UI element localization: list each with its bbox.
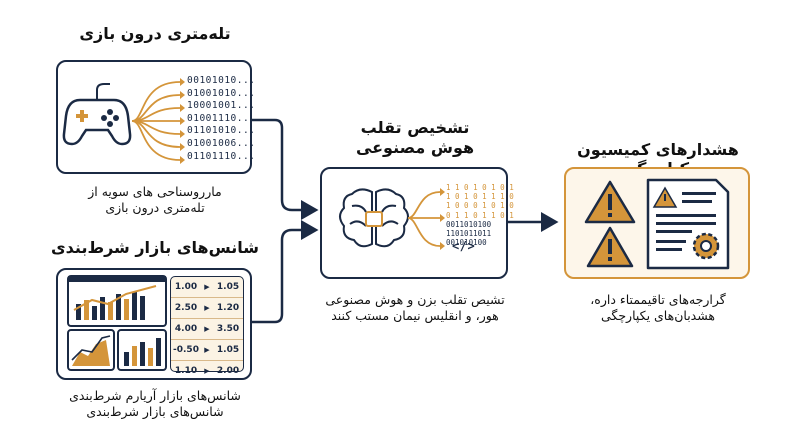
bit-line: 01001110... — [187, 112, 256, 124]
odds-row: -0.50▶1.05 — [171, 340, 243, 361]
telemetry-to-ai-arrow — [252, 118, 319, 220]
bit-line: 01101010... — [187, 125, 256, 137]
markets-caption: شانس‌های بازار آریارم شرط‌بندی شانس‌های … — [69, 388, 241, 419]
bit-line: 10001001... — [187, 100, 256, 112]
odds-row: 2.50▶1.20 — [171, 298, 243, 319]
arrow-icon: ▶ — [204, 283, 210, 291]
report-document-icon — [646, 178, 730, 270]
bit-line: 001010100 — [446, 238, 487, 248]
bit-line: 1 1 0 1 0 1 0 1 — [446, 183, 514, 192]
arrow-icon: ▶ — [204, 346, 210, 354]
market-to-ai-arrow — [252, 220, 319, 324]
ai-title: تشخیص تقلب هوش مصنوعی — [355, 118, 475, 157]
bit-line: 1 0 0 0 1 0 1 0 — [446, 201, 514, 211]
code-icon: </> — [452, 239, 476, 253]
ai-caption: تشیص تقلب بزن و هوش مصنوعی هور، و انقلیس… — [325, 292, 505, 323]
odds-table: 1.00▶1.05 2.50▶1.20 4.00▶3.50 -0.50▶1.05… — [170, 276, 244, 376]
bit-line: 0 1 1 0 1 1 0 1 — [446, 210, 514, 220]
bit-line: 00101010... — [187, 75, 256, 86]
odds-row: 1.00▶1.05 — [171, 277, 243, 298]
bit-line: 0011010100 — [446, 219, 492, 229]
arrow-icon: ▶ — [204, 325, 210, 333]
bit-line: 01001006... — [187, 137, 256, 149]
telemetry-caption: مارروسناحی های سویه از تله‌متری درون باز… — [88, 184, 222, 215]
ai-bitstream: 1 1 0 1 0 1 0 1 1 0 1 0 1 1 1 0 1 0 0 0 … — [446, 183, 514, 247]
odds-row: 4.00▶3.50 — [171, 319, 243, 340]
bit-line: 01101110... — [187, 150, 256, 162]
bit-line: 01001010... — [187, 87, 256, 99]
arrow-icon: ▶ — [204, 304, 210, 312]
alerts-caption: گرارجه‌های تاقیممتاء داره، هشدبان‌های یک… — [590, 292, 726, 323]
odds-row: 1.10▶2.00 — [174, 366, 240, 376]
arrow-icon: ▶ — [204, 367, 210, 375]
markets-title: شانس‌های بازار شرط‌بندی — [51, 238, 259, 257]
telemetry-bitstream: 00101010... 01001010... 10001001... 0100… — [187, 75, 255, 163]
warning-icon — [586, 226, 634, 268]
warning-icon — [584, 180, 636, 224]
gear-icon — [692, 232, 720, 260]
telemetry-title: تله‌متری درون بازی — [79, 24, 231, 43]
bit-line: 1 0 1 0 1 1 1 0 — [446, 192, 514, 202]
bit-line: 1101011011 — [446, 229, 492, 239]
